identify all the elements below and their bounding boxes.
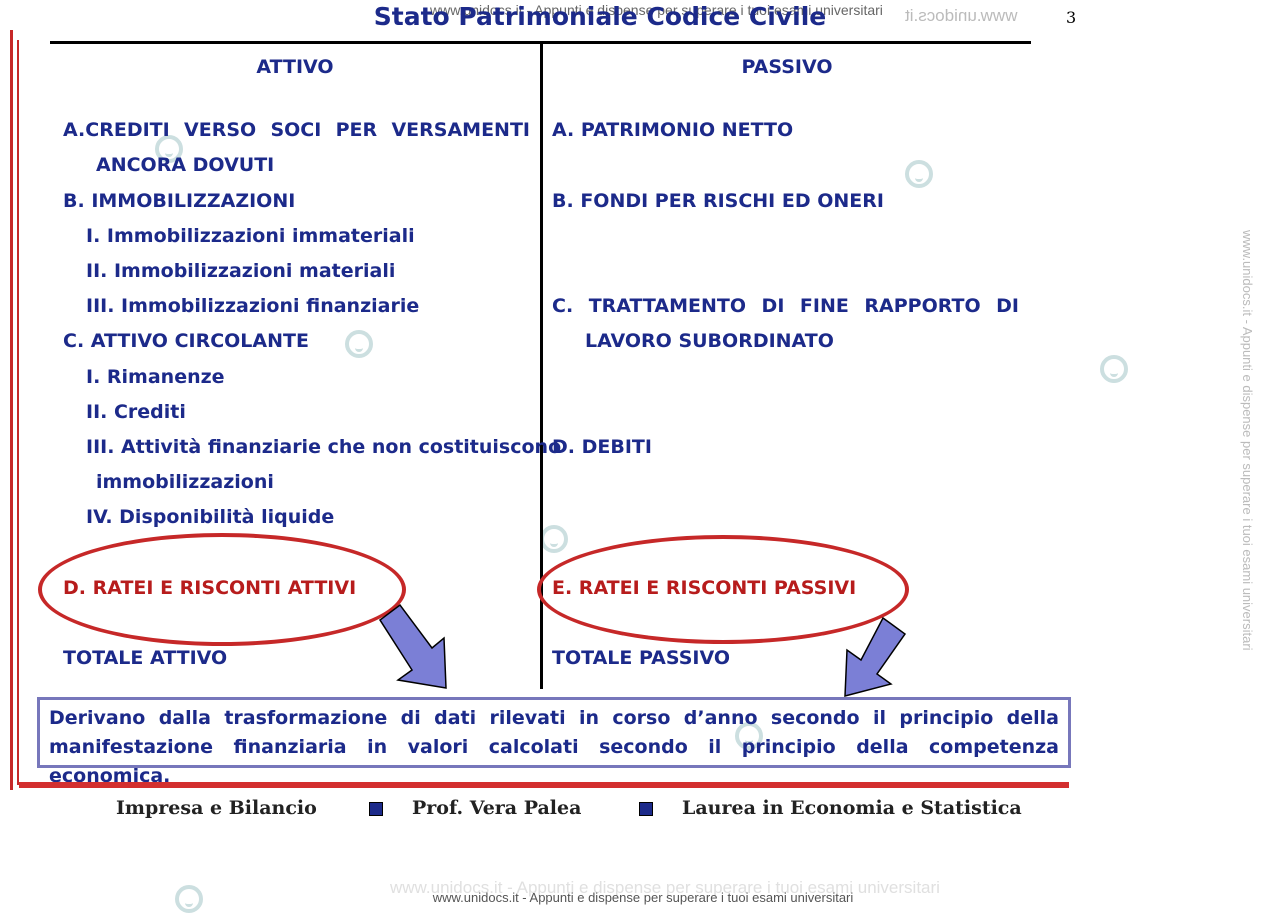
totale-attivo: TOTALE ATTIVO [63, 647, 228, 669]
passivo-item-c-line2: LAVORO SUBORDINATO [585, 330, 834, 352]
page-number: 3 [1066, 8, 1077, 27]
unidocs-logo-icon [905, 160, 933, 188]
unidocs-logo-icon [735, 722, 763, 750]
footer-professor: Prof. Vera Palea [412, 797, 582, 819]
highlight-ellipse-passivo [537, 535, 909, 644]
attivo-item-b: B. IMMOBILIZZAZIONI [63, 190, 296, 212]
header-rule [50, 41, 1031, 44]
watermark-bottom-ghost: www.unidocs.it - Appunti e dispense per … [390, 878, 940, 897]
totale-passivo: TOTALE PASSIVO [552, 647, 730, 669]
attivo-item-c2: II. Crediti [86, 401, 186, 423]
attivo-item-b1: I. Immobilizzazioni immateriali [86, 225, 415, 247]
footer-bullet-icon [639, 802, 653, 816]
attivo-item-b2: II. Immobilizzazioni materiali [86, 260, 396, 282]
attivo-item-c3-line1: III. Attività finanziarie che non costit… [86, 436, 562, 458]
passivo-item-d: D. DEBITI [552, 436, 652, 458]
note-box [37, 697, 1071, 768]
unidocs-logo-icon [155, 135, 183, 163]
attivo-item-c: C. ATTIVO CIRCOLANTE [63, 330, 309, 352]
unidocs-logo-icon [540, 525, 568, 553]
unidocs-logo-icon [345, 330, 373, 358]
left-red-bar [10, 30, 13, 790]
unidocs-logo-icon [1100, 355, 1128, 383]
attivo-item-c4: IV. Disponibilità liquide [86, 506, 335, 528]
watermark-right-vertical: www.unidocs.it - Appunti e dispense per … [1240, 230, 1255, 651]
left-red-bar-inner [17, 40, 19, 785]
page-title: Stato Patrimoniale Codice Civile [373, 2, 827, 31]
bottom-red-bar [19, 782, 1069, 788]
attivo-header: ATTIVO [256, 56, 334, 78]
watermark-bottom: www.unidocs.it - Appunti e dispense per … [432, 890, 854, 905]
attivo-item-b3: III. Immobilizzazioni finanziarie [86, 295, 420, 317]
watermark-top: www.unidocs.it - Appunti e dispense per … [430, 2, 883, 18]
arrow-down-right-icon [378, 603, 447, 689]
note-text: Derivano dalla trasformazione di dati ri… [49, 707, 1059, 787]
passivo-header: PASSIVO [741, 56, 833, 78]
attivo-item-a-line2: ANCORA DOVUTI [96, 154, 275, 176]
column-divider [540, 43, 543, 689]
footer-course: Impresa e Bilancio [116, 797, 317, 819]
passivo-item-b: B. FONDI PER RISCHI ED ONERI [552, 190, 884, 212]
footer-bullet-icon [369, 802, 383, 816]
arrow-down-left-icon [844, 616, 907, 697]
attivo-item-c1: I. Rimanenze [86, 366, 225, 388]
footer-degree: Laurea in Economia e Statistica [682, 797, 1022, 819]
passivo-item-a: A. PATRIMONIO NETTO [552, 119, 794, 141]
highlight-ellipse-attivo [38, 533, 406, 646]
attivo-item-c3-line2: immobilizzazioni [96, 471, 274, 493]
attivo-item-a-line1: A.CREDITI VERSO SOCI PER VERSAMENTI [63, 119, 530, 141]
passivo-item-c-line1: C. TRATTAMENTO DI FINE RAPPORTO DI [552, 295, 1019, 317]
